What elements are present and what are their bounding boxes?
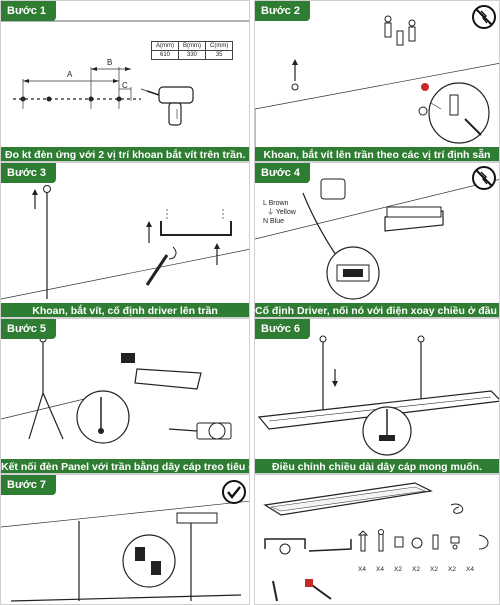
dimension-value-c: 35: [204, 50, 234, 60]
dimension-header-b: B(mm): [178, 41, 206, 51]
part-qty-6: X2: [448, 566, 456, 573]
step-1-caption: Đo kt đèn ứng với 2 vị trí khoan bắt vít…: [1, 147, 249, 161]
step-1-panel: Bước 1 A(mm) B(mm) C(mm) 610 330 35 A B …: [0, 0, 250, 162]
step-3-caption: Khoan, bắt vít, cố định driver lên trần: [1, 303, 249, 317]
step-5-illustration: [1, 335, 232, 444]
step-1-label: Bước 1: [1, 1, 57, 21]
step-4-illustration: [255, 178, 499, 300]
step-5-panel: Bước 5 Kết nối đèn Panel với trần bằng d…: [0, 318, 250, 474]
step-2-illustration: [255, 15, 499, 161]
step-4-caption: Cố định Driver, nối nó với điện xoay chi…: [255, 303, 499, 317]
step-2-caption: Khoan, bắt vít lên trần theo các vị trí …: [255, 147, 499, 161]
dimension-header-a: A(mm): [151, 41, 179, 51]
dimension-label-c: C: [122, 81, 128, 90]
step-4-label: Bước 4: [255, 163, 311, 183]
dimension-value-a: 610: [151, 50, 179, 60]
checkmark-icon: [222, 480, 246, 504]
part-qty-3: X2: [394, 566, 402, 573]
step-3-illustration: [1, 185, 249, 300]
dimension-value-b: 330: [178, 50, 206, 60]
dimension-label-a: A: [67, 70, 73, 79]
step-2-panel: Bước 2 Khoan, bắt vít lên trần theo các …: [254, 0, 500, 162]
step-6-label: Bước 6: [255, 319, 311, 339]
step-6-illustration: [257, 335, 499, 456]
step-7-illustration: [1, 500, 249, 602]
step-5-label: Bước 5: [1, 319, 57, 339]
parts-illustration: [263, 482, 489, 602]
step-2-label: Bước 2: [255, 1, 311, 21]
step-6-caption: Điều chỉnh chiều dài dây cáp mong muốn.: [255, 459, 499, 473]
step-7-panel: Bước 7: [0, 474, 250, 605]
step-6-panel: Bước 6 Điều chỉnh chiều dài dây cáp mong…: [254, 318, 500, 474]
step-3-label: Bước 3: [1, 163, 57, 183]
part-qty-4: X2: [412, 566, 420, 573]
part-qty-5: X2: [430, 566, 438, 573]
no-drill-icon: [472, 5, 496, 29]
part-qty-7: X4: [466, 566, 474, 573]
step-5-caption: Kết nối đèn Panel với trần bằng dây cáp …: [1, 459, 249, 473]
wire-label-brown: L Brown: [263, 200, 289, 207]
wire-label-blue: N Blue: [263, 218, 285, 225]
dimension-label-b: B: [107, 58, 113, 67]
step-4-panel: Bước 4 L Brown ⏚ Yellow N Blue Cố định D…: [254, 162, 500, 318]
part-qty-2: X4: [376, 566, 384, 573]
step-7-label: Bước 7: [1, 475, 57, 495]
dimension-header-c: C(mm): [204, 41, 234, 51]
wire-label-yellow: ⏚ Yellow: [267, 209, 296, 216]
dimension-table: A(mm) B(mm) C(mm) 610 330 35: [151, 41, 234, 60]
parts-panel: X4 X4 X2 X2 X2 X2 X4: [254, 474, 500, 605]
step-3-panel: Bước 3 Khoan, bắt vít, cố định driver lê…: [0, 162, 250, 318]
part-qty-1: X4: [358, 566, 366, 573]
step-1-illustration: [1, 20, 249, 126]
no-drill-icon-2: [472, 166, 496, 190]
